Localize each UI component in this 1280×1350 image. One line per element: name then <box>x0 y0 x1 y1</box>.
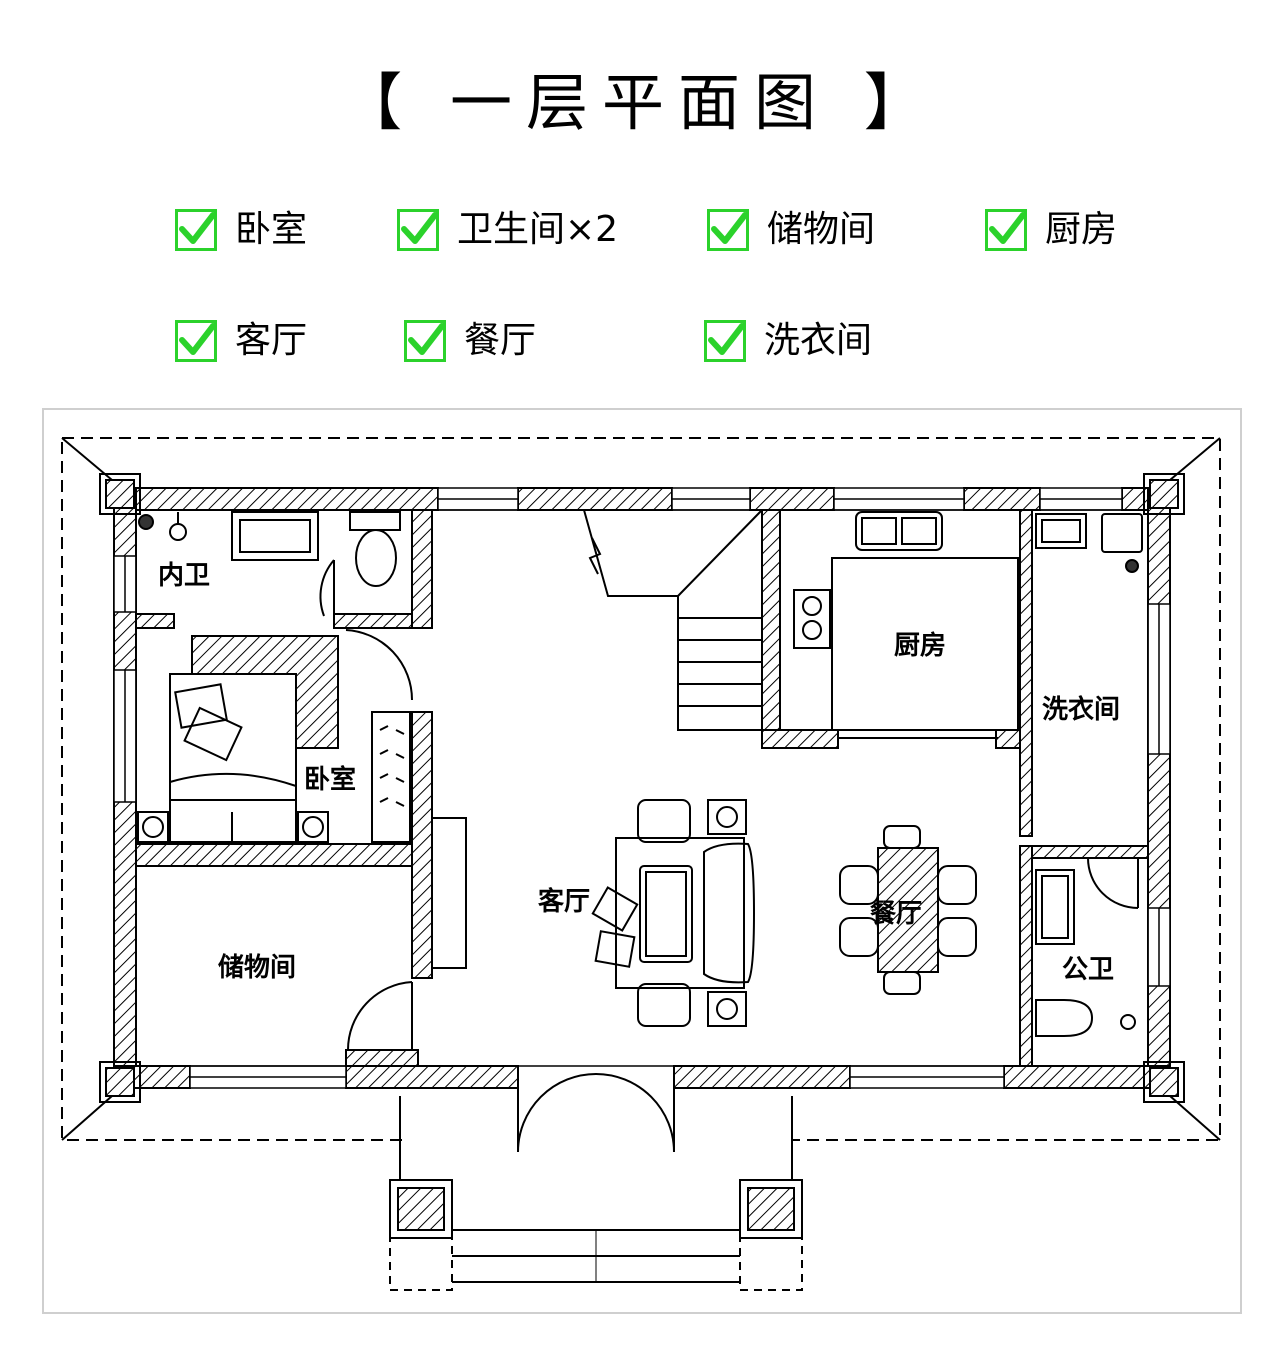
plan-frame <box>42 408 1242 1314</box>
room-label-laundry: 洗衣间 <box>1042 694 1120 725</box>
feature-living: 客厅 <box>175 317 307 365</box>
feature-bathroom: 卫生间×2 <box>397 206 618 254</box>
dining-set <box>839 825 977 995</box>
room-label-dining: 餐厅 <box>870 899 922 929</box>
tv-cabinet <box>431 817 467 969</box>
check-icon <box>704 320 746 362</box>
bedroom-furniture <box>137 629 414 843</box>
feature-label: 储物间 <box>767 209 876 250</box>
check-icon <box>397 209 439 251</box>
feature-label: 餐厅 <box>464 320 537 361</box>
room-label-inner-bath: 内卫 <box>158 561 210 591</box>
feature-kitchen: 厨房 <box>985 206 1117 254</box>
corner-pillars <box>99 473 1185 1103</box>
feature-label: 客厅 <box>235 320 308 361</box>
page-title: 【 一层平面图 】 <box>340 66 940 139</box>
laundry-fixtures <box>1035 513 1143 573</box>
staircase <box>583 509 763 731</box>
feature-dining: 餐厅 <box>404 317 536 365</box>
room-label-living: 客厅 <box>538 886 590 917</box>
public-bath-fixtures <box>1035 857 1139 1037</box>
room-label-public-bath: 公卫 <box>1062 955 1114 985</box>
room-label-bedroom: 卧室 <box>304 764 356 795</box>
check-icon <box>707 209 749 251</box>
storage-door <box>346 981 413 1051</box>
check-icon <box>404 320 446 362</box>
feature-label: 卧室 <box>235 209 308 250</box>
feature-bedroom: 卧室 <box>175 206 307 254</box>
inner-bath-fixtures <box>138 511 401 617</box>
check-icon <box>175 320 217 362</box>
room-label-storage: 储物间 <box>218 952 296 983</box>
check-icon <box>175 209 217 251</box>
room-label-kitchen: 厨房 <box>894 631 946 661</box>
living-furniture <box>591 799 756 1027</box>
check-icon <box>985 209 1027 251</box>
kitchen-fixtures <box>793 511 1019 739</box>
feature-label: 厨房 <box>1045 209 1118 250</box>
feature-label: 洗衣间 <box>764 320 873 361</box>
feature-laundry: 洗衣间 <box>704 317 872 365</box>
floor-plan: 内卫 卧室 储物间 客厅 厨房 洗衣间 餐厅 公卫 <box>61 437 1221 1291</box>
feature-storage: 储物间 <box>707 206 875 254</box>
feature-label: 卫生间×2 <box>457 209 619 250</box>
windows <box>113 487 1171 1089</box>
interior-walls <box>135 509 1149 1067</box>
entrance-porch <box>389 1073 803 1291</box>
